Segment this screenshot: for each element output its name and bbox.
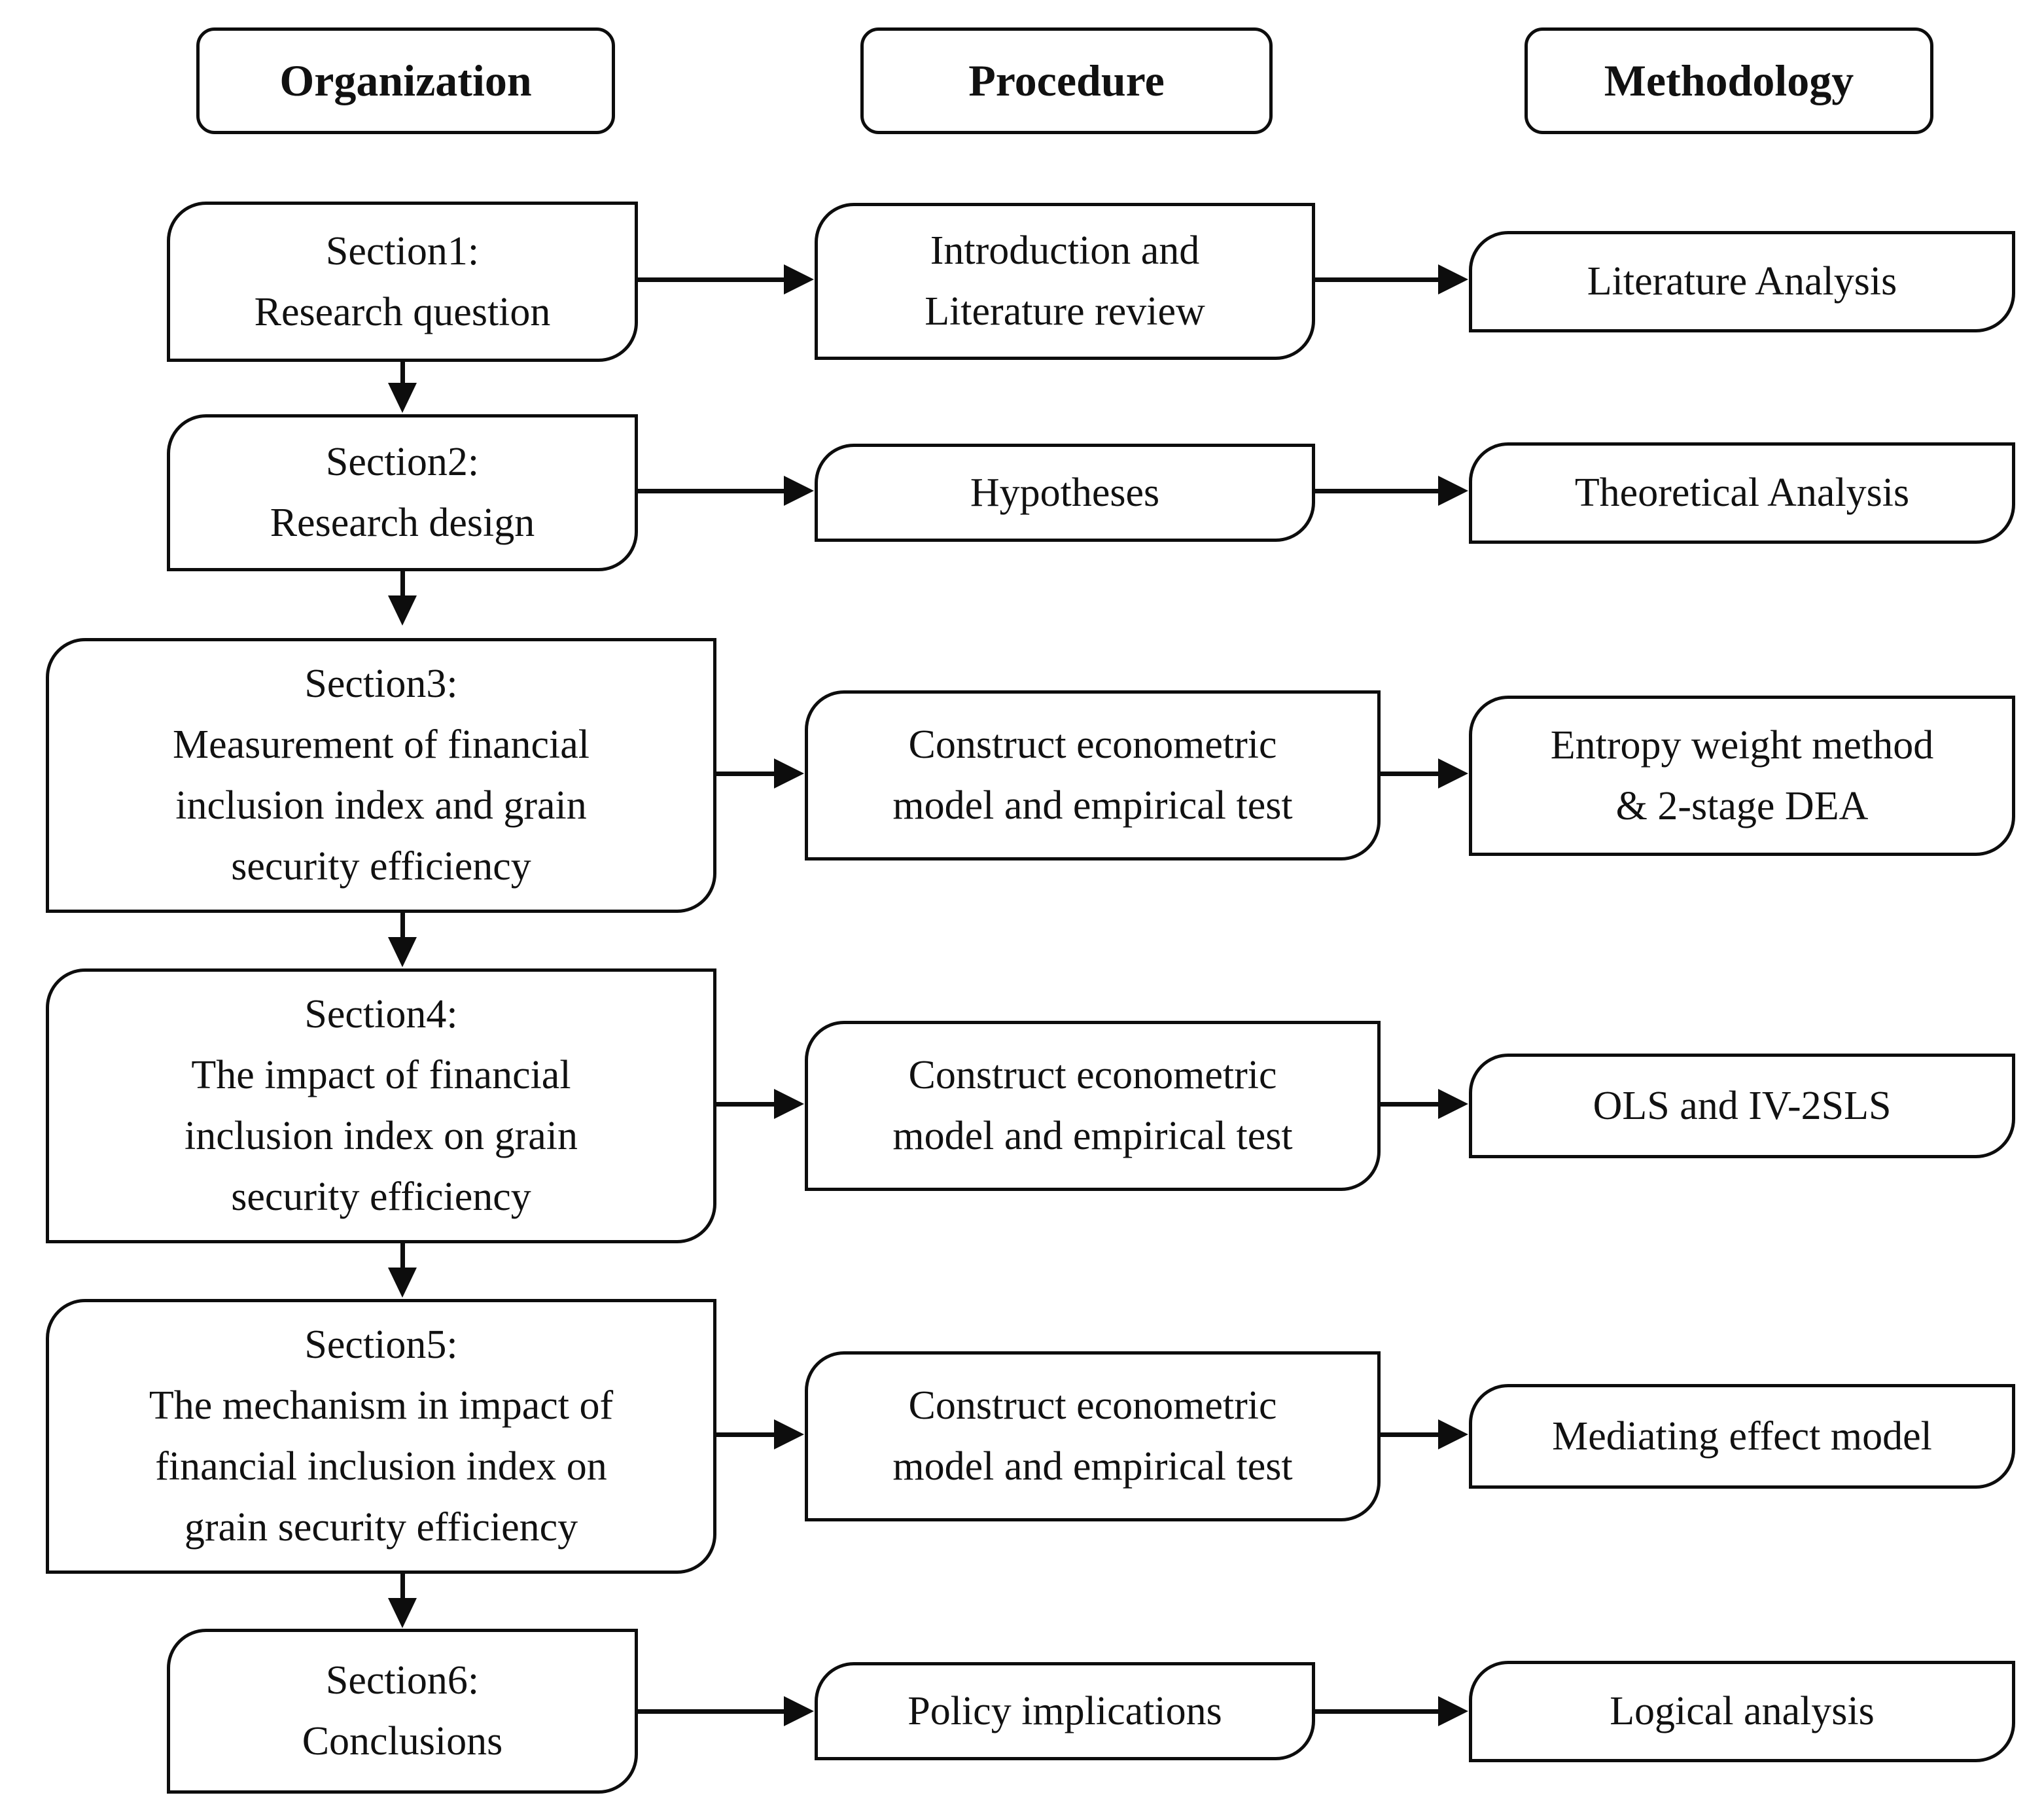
- section-6-subtitle: Conclusions: [302, 1719, 503, 1764]
- arrow-right-icon: [1315, 264, 1468, 294]
- section-4-subtitle: inclusion index on grain: [185, 1114, 578, 1158]
- arrow-right-icon: [1315, 1696, 1468, 1726]
- procedure-1-box: Introduction and Literature review: [815, 203, 1315, 360]
- section-3-box: Section3: Measurement of financial inclu…: [46, 638, 716, 913]
- arrow-right-icon: [1315, 476, 1468, 506]
- arrow-right-icon: [1381, 1089, 1468, 1119]
- methodology-3-line: Entropy weight method: [1550, 722, 1934, 768]
- methodology-5-box: Mediating effect model: [1469, 1384, 2015, 1489]
- procedure-6-line: Policy implications: [907, 1688, 1222, 1733]
- arrow-down-icon: [388, 362, 417, 413]
- column-header-methodology: Methodology: [1524, 27, 1933, 134]
- methodology-3-line: & 2-stage DEA: [1615, 783, 1869, 828]
- methodology-4-line: OLS and IV-2SLS: [1593, 1083, 1892, 1128]
- procedure-5-line: Construct econometric: [908, 1383, 1277, 1428]
- section-3-subtitle: Measurement of financial: [173, 722, 590, 767]
- procedure-3-line: Construct econometric: [908, 722, 1277, 767]
- arrow-down-icon: [388, 1243, 417, 1298]
- section-5-box: Section5: The mechanism in impact of fin…: [46, 1299, 716, 1574]
- arrow-right-icon: [1381, 758, 1468, 789]
- methodology-6-box: Logical analysis: [1469, 1661, 2015, 1762]
- column-header-procedure: Procedure: [860, 27, 1273, 134]
- arrow-right-icon: [638, 1696, 814, 1726]
- methodology-1-box: Literature Analysis: [1469, 231, 2015, 332]
- section-4-subtitle: security efficiency: [231, 1175, 531, 1219]
- section-2-box: Section2: Research design: [167, 414, 638, 571]
- column-header-organization: Organization: [196, 27, 615, 134]
- procedure-1-line: Literature review: [925, 289, 1205, 334]
- arrow-down-icon: [388, 571, 417, 626]
- methodology-5-line: Mediating effect model: [1552, 1413, 1932, 1459]
- arrow-right-icon: [638, 476, 814, 506]
- section-5-subtitle: grain security efficiency: [184, 1505, 578, 1550]
- arrow-right-icon: [716, 1419, 804, 1449]
- arrow-right-icon: [716, 1089, 804, 1119]
- section-5-subtitle: financial inclusion index on: [155, 1444, 607, 1489]
- procedure-5-box: Construct econometric model and empirica…: [805, 1351, 1381, 1521]
- arrow-right-icon: [638, 264, 814, 294]
- methodology-6-line: Logical analysis: [1610, 1689, 1875, 1733]
- section-3-subtitle: inclusion index and grain: [175, 783, 587, 828]
- section-6-box: Section6: Conclusions: [167, 1629, 638, 1794]
- section-3-subtitle: security efficiency: [231, 844, 531, 889]
- section-1-subtitle: Research question: [254, 289, 551, 334]
- methodology-3-box: Entropy weight method & 2-stage DEA: [1469, 696, 2015, 856]
- methodology-4-box: OLS and IV-2SLS: [1469, 1054, 2015, 1158]
- section-4-title: Section4:: [304, 992, 458, 1037]
- section-6-title: Section6:: [325, 1658, 480, 1703]
- methodology-2-line: Theoretical Analysis: [1574, 470, 1910, 515]
- procedure-5-line: model and empirical test: [892, 1444, 1293, 1489]
- methodology-2-box: Theoretical Analysis: [1469, 442, 2015, 544]
- section-2-title: Section2:: [325, 440, 480, 484]
- procedure-4-line: model and empirical test: [892, 1114, 1293, 1158]
- procedure-4-line: Construct econometric: [908, 1053, 1277, 1097]
- arrow-down-icon: [388, 1574, 417, 1628]
- procedure-4-box: Construct econometric model and empirica…: [805, 1021, 1381, 1191]
- arrow-down-icon: [388, 913, 417, 967]
- procedure-6-box: Policy implications: [815, 1662, 1315, 1760]
- arrow-right-icon: [1381, 1419, 1468, 1449]
- section-1-title: Section1:: [325, 228, 480, 274]
- arrow-right-icon: [716, 758, 804, 789]
- procedure-3-box: Construct econometric model and empirica…: [805, 690, 1381, 861]
- section-5-subtitle: The mechanism in impact of: [149, 1383, 614, 1428]
- section-3-title: Section3:: [304, 662, 458, 706]
- section-2-subtitle: Research design: [270, 501, 535, 545]
- procedure-2-box: Hypotheses: [815, 444, 1315, 542]
- methodology-1-line: Literature Analysis: [1587, 259, 1897, 304]
- procedure-3-line: model and empirical test: [892, 783, 1293, 828]
- section-4-box: Section4: The impact of financial inclus…: [46, 968, 716, 1243]
- procedure-1-line: Introduction and: [930, 228, 1200, 273]
- section-1-box: Section1: Research question: [167, 202, 638, 362]
- procedure-2-line: Hypotheses: [970, 470, 1160, 515]
- section-5-title: Section5:: [304, 1322, 458, 1367]
- section-4-subtitle: The impact of financial: [191, 1053, 571, 1097]
